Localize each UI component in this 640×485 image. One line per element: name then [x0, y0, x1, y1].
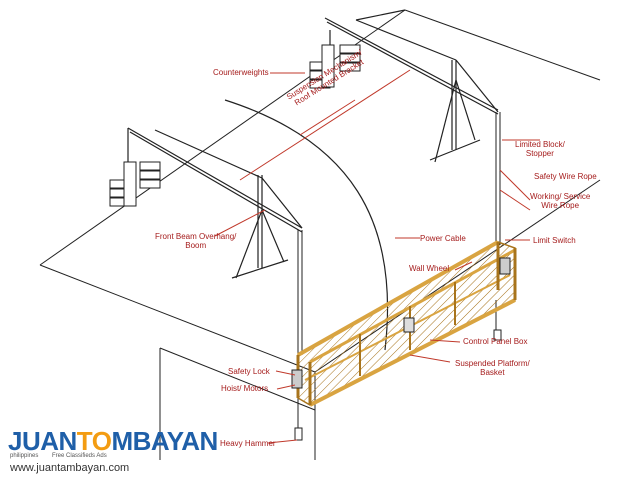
label-limited-block-line1: Limited Block/ — [515, 140, 565, 149]
roof-bracket-back — [324, 9, 499, 163]
label-suspended-platform-line2: Basket — [480, 368, 505, 377]
logo-brand-t: T — [76, 426, 92, 456]
label-control-panel-box: Control Panel Box — [463, 337, 527, 346]
logo-tagline: Free Classifieds Ads — [52, 453, 107, 459]
logo-url: www.juantambayan.com — [10, 462, 130, 474]
label-front-beam-line1: Front Beam Overhang/ — [155, 232, 237, 241]
label-hoist-motors: Hoist/ Motors — [221, 384, 268, 393]
label-safety-wire-rope: Safety Wire Rope — [534, 172, 597, 181]
label-limited-block: Limited Block/ Stopper — [515, 140, 565, 158]
label-wall-wheel: Wall Wheel — [409, 264, 449, 273]
label-hoist-motors-text: Hoist/ Motors — [221, 384, 269, 393]
label-power-cable: Power Cable — [420, 234, 466, 243]
label-limited-block-line2: Stopper — [525, 149, 554, 158]
suspended-platform — [291, 240, 517, 407]
label-suspended-platform: Suspended Platform/ Basket — [455, 359, 530, 377]
power-cable — [224, 99, 389, 351]
roof-bracket-front — [127, 127, 303, 279]
label-working-wire-rope: Working/ Service Wire Rope — [530, 192, 590, 210]
logo-brand-o: O — [91, 426, 112, 456]
leader-lines — [214, 69, 540, 444]
label-working-wire-rope-line1: Working/ Service — [530, 192, 591, 201]
counterweights-back — [309, 44, 361, 89]
heavy-hammer — [294, 329, 502, 441]
logo-brand-juan: JUAN — [8, 426, 77, 456]
logo-brand-mbayan: MBAYAN — [111, 426, 218, 456]
label-power-cable-text: Power Cable — [420, 234, 466, 243]
label-working-wire-rope-line2: Wire Rope — [541, 201, 580, 210]
label-counterweights-text: Counterweights — [213, 68, 269, 77]
label-safety-wire-rope-text: Safety Wire Rope — [534, 172, 597, 181]
label-front-beam: Front Beam Overhang/ Boom — [155, 232, 236, 250]
logo-country: philippines — [10, 453, 39, 459]
label-control-panel-box-text: Control Panel Box — [463, 337, 528, 346]
counterweights-front — [109, 161, 161, 207]
juantambayan-logo: JUANTOMBAYAN philippines Free Classified… — [8, 426, 218, 476]
label-wall-wheel-text: Wall Wheel — [409, 264, 450, 273]
label-limit-switch: Limit Switch — [533, 236, 576, 245]
label-safety-lock: Safety Lock — [228, 367, 270, 376]
label-front-beam-line2: Boom — [185, 241, 207, 250]
label-heavy-hammer-text: Heavy Hammer — [220, 439, 276, 448]
logo-brand: JUANTOMBAYAN — [8, 426, 218, 456]
label-safety-lock-text: Safety Lock — [228, 367, 270, 376]
label-counterweights: Counterweights — [213, 68, 269, 77]
label-suspended-platform-line1: Suspended Platform/ — [455, 359, 530, 368]
label-heavy-hammer: Heavy Hammer — [220, 439, 276, 448]
label-limit-switch-text: Limit Switch — [533, 236, 576, 245]
